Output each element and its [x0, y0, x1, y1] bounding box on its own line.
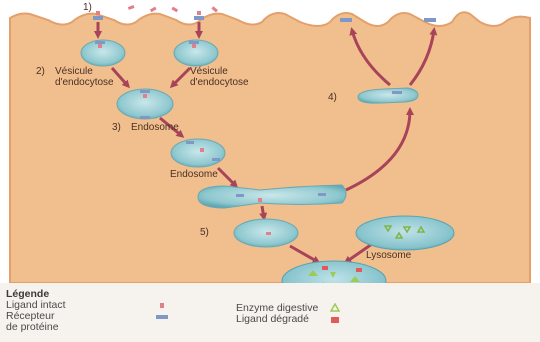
receptor-icon — [194, 16, 204, 20]
endosome-second-label: Endosome — [170, 170, 218, 180]
degraded-ligand-icon — [322, 266, 328, 270]
ligand-icon — [128, 5, 135, 10]
step-5-label: 5) — [200, 228, 209, 238]
receptor-icon — [156, 315, 168, 319]
endosome-main — [117, 89, 173, 119]
receptor-icon — [140, 116, 150, 119]
step-2-label: 2) — [36, 67, 45, 77]
receptor-icon — [424, 18, 436, 22]
step-1-label: 1) — [83, 3, 92, 13]
receptor-icon — [392, 91, 402, 94]
vesicle-step5 — [234, 219, 298, 247]
legend-receptor-label-line2: de protéine — [6, 322, 59, 333]
ligand-icon — [98, 44, 102, 48]
lysosome-label: Lysosome — [366, 251, 411, 261]
degraded-ligand-icon — [331, 317, 339, 323]
legend-ligand-degraded-label: Ligand dégradé — [236, 314, 309, 325]
ligand-icon — [200, 148, 204, 152]
enzyme-icon — [330, 303, 340, 312]
ligand-icon — [192, 44, 196, 48]
receptor-icon — [140, 90, 150, 93]
free-ligands — [128, 5, 218, 12]
vesicle-left-label-line2: d'endocytose — [55, 78, 114, 88]
step-3-label: 3) — [112, 123, 121, 133]
receptor-icon — [95, 41, 105, 44]
ligand-icon — [266, 232, 271, 235]
vesicle-right-label-line1: Vésicule — [190, 67, 228, 77]
vesicle-right — [174, 40, 218, 66]
vesicle-left-label-line1: Vésicule — [55, 67, 93, 77]
endosome-main-label: Endosome — [131, 123, 179, 133]
receptor-icon — [318, 193, 326, 196]
ligand-icon — [258, 198, 262, 202]
lysosome — [356, 216, 454, 250]
legend: Légende Ligand intact Récepteur de proté… — [0, 283, 540, 342]
ligand-icon — [150, 7, 157, 13]
receptor-icon — [186, 141, 194, 144]
receptor-icon — [93, 16, 103, 20]
ligand-icon — [143, 94, 147, 98]
receptor-icon — [212, 158, 220, 161]
ligand-icon — [211, 6, 218, 12]
receptor-icon — [236, 194, 244, 197]
ligand-icon — [171, 7, 178, 13]
ligand-icon — [197, 11, 201, 15]
vesicle-left — [81, 40, 125, 66]
endosome-second — [171, 139, 225, 167]
arrow-tube-to-vesicle5 — [262, 206, 264, 218]
step-4-label: 4) — [328, 93, 337, 103]
receptor-icon — [189, 41, 199, 44]
ligand-icon — [96, 11, 100, 15]
degraded-ligand-icon — [356, 268, 362, 272]
receptor-icon — [340, 18, 352, 22]
vesicle-right-label-line2: d'endocytose — [190, 78, 249, 88]
ligand-icon — [160, 303, 164, 308]
